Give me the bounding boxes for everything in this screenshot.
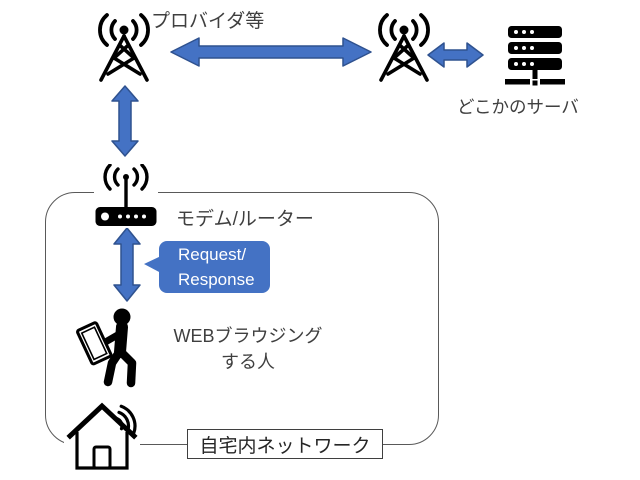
provider-radio-tower-icon xyxy=(98,13,150,82)
person-label: WEBブラウジング する人 xyxy=(163,323,333,375)
request-response-callout: Request/ Response xyxy=(144,241,270,293)
arrow-provider-carrier xyxy=(170,37,372,67)
person-label-line1: WEBブラウジング xyxy=(173,326,323,346)
arrow-provider-modem xyxy=(111,85,139,157)
server-rack-icon xyxy=(505,26,565,86)
callout-line1: Request/ xyxy=(178,245,247,264)
carrier-radio-tower-icon xyxy=(378,13,430,82)
modem-router-icon xyxy=(94,164,158,228)
person-label-line2: する人 xyxy=(221,352,275,372)
callout-line2: Response xyxy=(178,270,255,289)
modem-label: モデム/ルーター xyxy=(176,209,314,230)
server-label: どこかのサーバ xyxy=(457,97,579,117)
home-network-label-box: 自宅内ネットワーク xyxy=(187,429,383,459)
home-network-label: 自宅内ネットワーク xyxy=(199,435,371,457)
smart-home-icon xyxy=(64,400,140,476)
arrow-modem-person xyxy=(113,227,141,302)
provider-label: プロバイダ等 xyxy=(151,11,265,32)
person-browsing-icon xyxy=(76,308,137,388)
arrow-carrier-server xyxy=(427,42,484,68)
callout-tail xyxy=(144,256,161,273)
